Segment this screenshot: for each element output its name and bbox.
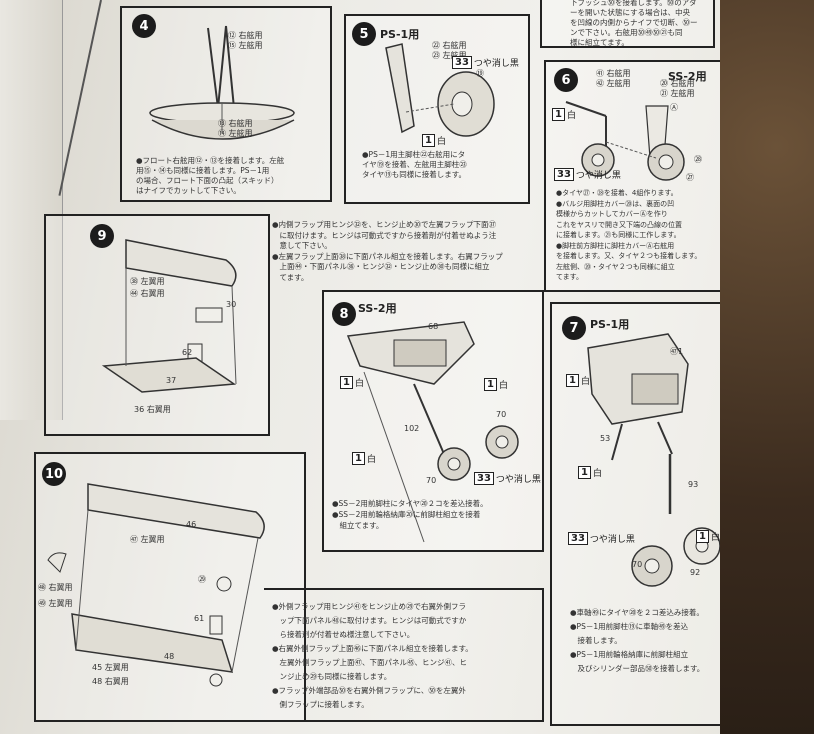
paint-white-3: 1 白 xyxy=(696,530,720,543)
part-label: 37 xyxy=(166,376,177,385)
step-number: 9 xyxy=(90,224,114,248)
ss2-nose-gear-drawing xyxy=(346,321,519,543)
part-label: 70 xyxy=(426,476,437,485)
paint-flat-black: 33 つや消し黒 xyxy=(554,168,621,181)
step-number: 6 xyxy=(554,68,578,92)
inner-flap-drawing xyxy=(101,239,237,393)
step-6-panel: 6 SS-2用 ㊶ 右舷用 ㊷ 左舷用 ⑳ 右舷用 ㉑ 左舷用 Ⓐ ㉗ ㉘ 1 … xyxy=(544,60,724,292)
step-4-panel: 4 ⑫ 右舷用 ⑮ 左舷用 ⑬ 右舷用 ⑭ 左舷用 ●フロート右舷用⑫・⑬を接着… xyxy=(120,6,332,202)
step-7-notes: ●車軸㊾にタイヤ⑳を２コ差込み接着。 ●PS－1用前脚柱⑲に車軸㊾を差込 接着し… xyxy=(570,608,705,673)
float-drawing xyxy=(149,25,295,140)
part-label: 46 xyxy=(186,520,197,529)
part-label: 70 xyxy=(632,560,643,569)
background-surface xyxy=(720,0,814,734)
paint-white-2: 1 白 xyxy=(484,378,508,391)
step-4-notes: ●フロート右舷用⑫・⑬を接着します。左舷 用⑮・⑭も同様に接着します。PS－1用… xyxy=(136,156,285,195)
part-label: 36 右翼用 xyxy=(134,405,171,414)
part-label: ㉘ xyxy=(694,155,702,164)
step-number: 7 xyxy=(562,316,586,340)
part-label: ㊾ 左翼用 xyxy=(38,599,73,608)
part-label: ⑳ 右舷用 xyxy=(660,79,695,88)
step-5-panel: 5 PS-1用 ㉒ 右舷用 ㉓ 左舷用 ⑲ 33 つや消し黒 1 白 ●PS－1… xyxy=(344,14,530,204)
step-6-notes: ●タイヤ㉗・㉘を接着、4組作ります。 ●バルジ用脚柱カバー⑳は、裏面の凹 模様か… xyxy=(556,189,702,281)
part-label: 48 右翼用 xyxy=(92,677,129,686)
paint-flat-black: 33 つや消し黒 xyxy=(474,472,541,485)
paint-white: 1 白 xyxy=(340,376,364,389)
part-label: 45 左翼用 xyxy=(92,663,129,672)
paint-white: 1 白 xyxy=(422,134,446,147)
step-title: SS-2用 xyxy=(668,70,707,83)
step-number: 4 xyxy=(132,14,156,38)
paint-white-3: 1 白 xyxy=(352,452,376,465)
ss2-gear-drawing xyxy=(565,101,685,181)
part-label: ⑮ 左舷用 xyxy=(228,41,263,50)
paint-flat-black: 33 つや消し黒 xyxy=(452,56,519,69)
step-8-panel: 8 SS-2用 68 70 70 102 1 白 1 白 1 白 33 xyxy=(322,290,544,552)
top-right-panel: 下ブッシュ㊿を接着します。㊿のアダ ーを開いた状態にする場合は、中央 を凹線の内… xyxy=(540,0,715,48)
part-label: ㉒ 右舷用 xyxy=(432,41,467,50)
part-label: 68 xyxy=(428,322,439,331)
step-number: 10 xyxy=(42,462,66,486)
part-label: Ⓐ xyxy=(670,103,678,112)
paint-white: 1 白 xyxy=(566,374,590,387)
part-label: ㊶ 右舷用 xyxy=(596,69,631,78)
part-label: 61 xyxy=(194,614,205,623)
part-label: ㉙ xyxy=(198,575,206,584)
part-label: ㉓ 左舷用 xyxy=(432,51,467,60)
part-label: 48 xyxy=(164,652,175,661)
part-label: 70 xyxy=(496,410,507,419)
part-label: ⑬ 右舷用 xyxy=(218,119,253,128)
step-10-notes-frame xyxy=(264,588,544,722)
top-right-note: 下ブッシュ㊿を接着します。㊿のアダ ーを開いた状態にする場合は、中央 を凹線の内… xyxy=(570,0,698,47)
part-label: ㊷ 左舷用 xyxy=(596,79,631,88)
part-label: ⑫ 右舷用 xyxy=(228,31,263,40)
part-label: 62 xyxy=(182,348,193,357)
part-label: ㊽ 右翼用 xyxy=(38,583,73,592)
part-label: 92 xyxy=(690,568,701,577)
paint-flat-black: 33 つや消し黒 xyxy=(568,532,635,545)
step-number: 8 xyxy=(332,302,356,326)
step-title: PS-1用 xyxy=(590,318,630,331)
step-5-notes: ●PS－1用主脚柱㉒右舷用にタ イヤ⑲を接着、左舷用主脚柱㉓ タイヤ⑲も同様に接… xyxy=(362,150,467,179)
part-label: 102 xyxy=(404,424,420,433)
outer-flap-drawing xyxy=(47,483,265,687)
part-label: ⑲ xyxy=(476,69,484,78)
step-9-notes: ●内側フラップ用ヒンジ㉜を、ヒンジ止め㉚で左翼フラップ下面㊲ に取付けます。ヒン… xyxy=(272,220,503,282)
part-label: ㉗ xyxy=(686,173,694,182)
part-label: 53 xyxy=(600,434,611,443)
step-10-panel: 10 46 ㊼ 左翼用 ㉙ ㊽ 右翼用 ㊾ 左翼用 61 45 左翼用 48 右… xyxy=(34,452,306,722)
step-7-panel: 7 PS-1用 ㊼1 53 93 92 70 70 1 白 1 白 1 白 xyxy=(550,302,722,726)
part-label: ⑭ 左舷用 xyxy=(218,129,253,138)
page-fold xyxy=(58,0,102,196)
step-number: 5 xyxy=(352,22,376,46)
part-label: ㊼ 左翼用 xyxy=(130,535,165,544)
part-label: 93 xyxy=(688,480,699,489)
step-title: PS-1用 xyxy=(380,28,420,41)
step-title: SS-2用 xyxy=(358,302,397,315)
paint-white: 1 白 xyxy=(552,108,576,121)
main-gear-drawing xyxy=(385,43,495,137)
ps1-nose-gear-drawing xyxy=(587,333,721,587)
step-10-notes: ●外側フラップ用ヒンジ㊶をヒンジ止め㉙で右翼外側フラ ップ下面パネル㊽に取付けま… xyxy=(272,602,473,709)
sprue-diagram-edge xyxy=(0,0,63,420)
part-label: 30 xyxy=(226,300,237,309)
step-8-notes: ●SS－2用前脚柱にタイヤ⑳２コを差込接着。 ●SS－2用前輪格納庫⑳に前脚柱組… xyxy=(332,499,488,530)
part-label: ㉑ 左舷用 xyxy=(660,89,695,98)
part-label: ㊹ 右翼用 xyxy=(130,289,165,298)
part-label: ㊳ 左翼用 xyxy=(130,277,165,286)
step-9-panel: 9 ㊳ 左翼用 ㊹ 右翼用 30 62 37 36 右翼用 xyxy=(44,214,270,436)
paint-white-2: 1 白 xyxy=(578,466,602,479)
part-label: ㊼1 xyxy=(670,347,684,356)
